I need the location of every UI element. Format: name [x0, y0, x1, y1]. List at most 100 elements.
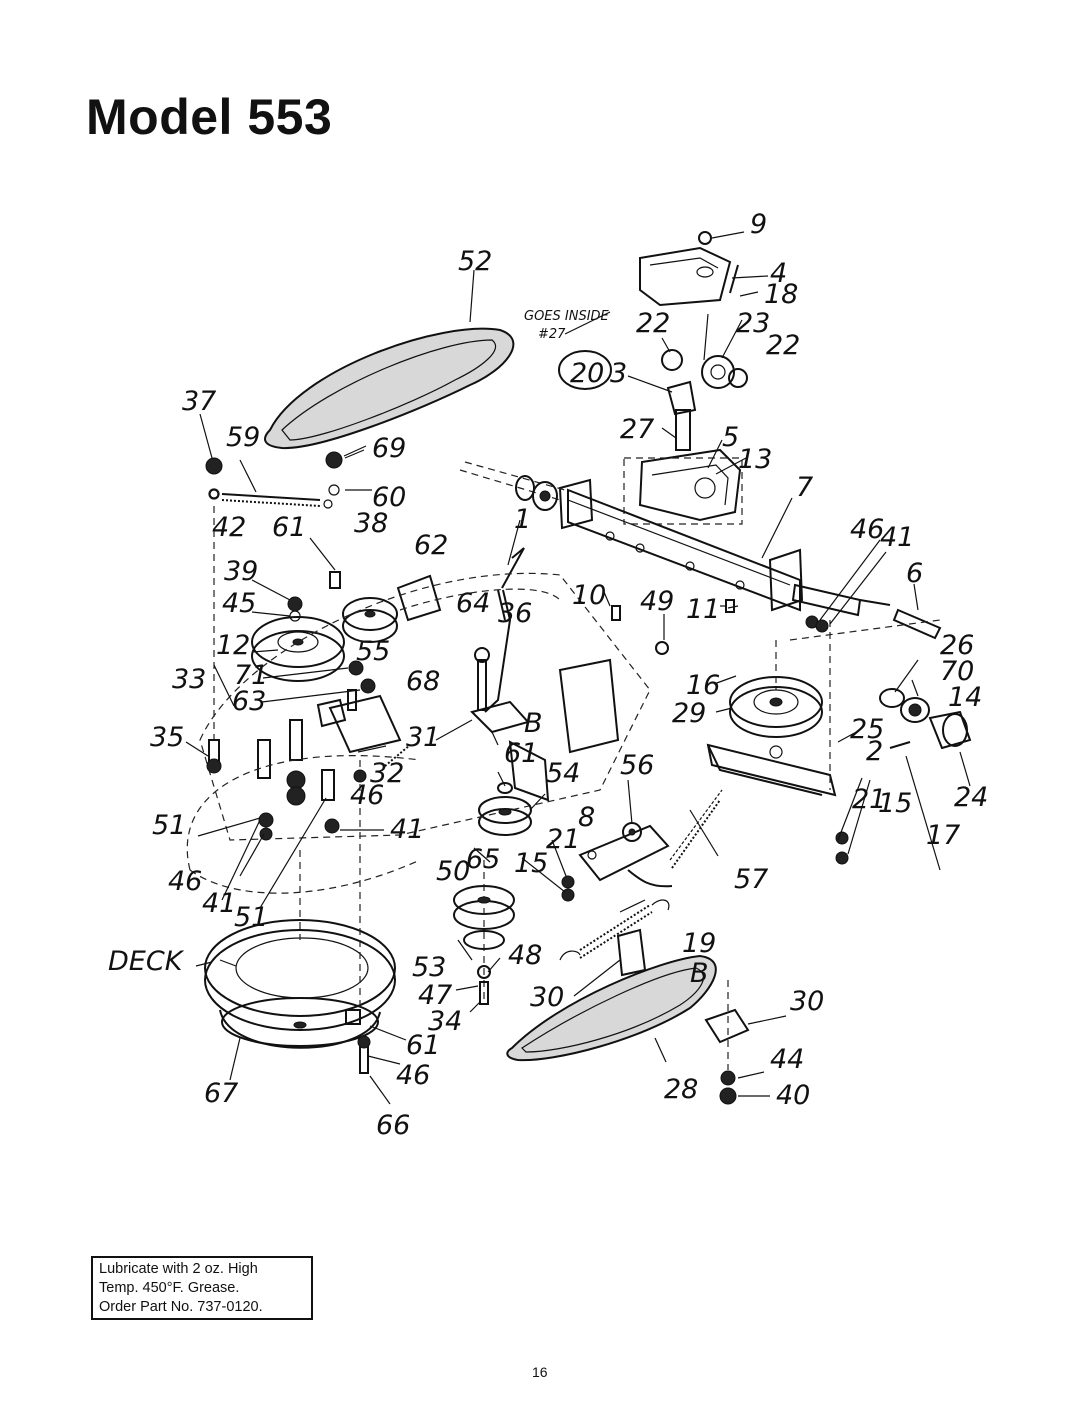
callout-48: 48 [508, 940, 542, 971]
mid-frame [199, 572, 651, 841]
callout-29: 29 [672, 698, 706, 729]
callout-71: 55 [356, 636, 390, 667]
callout-31: 31 [406, 722, 440, 753]
callout-41-mid: 41 [390, 814, 424, 845]
callout-22-right: 22 [766, 330, 800, 361]
belt-upper [264, 327, 515, 450]
lubrication-note-box: Lubricate with 2 oz. High Temp. 450°F. G… [91, 1256, 313, 1320]
callout-32: 32 [370, 758, 404, 789]
callout-46-mid: 46 [350, 780, 384, 811]
callout-51-left: 51 [152, 810, 186, 841]
callout-26: 26 [940, 630, 974, 661]
callout-28: 28 [664, 1074, 698, 1105]
callout-49: 49 [640, 586, 674, 617]
callout-53: 53 [412, 952, 446, 983]
callout-15-right: 15 [878, 788, 912, 819]
callout-27: 27 [620, 414, 654, 445]
callout-46-right: 46 [850, 514, 884, 545]
callout-labels: 9 4 18 22 23 22 3 20 27 5 13 52 7 69 37 … [108, 209, 988, 1141]
spring-59 [209, 489, 333, 509]
callout-36: 36 [498, 598, 532, 629]
callout-30-left: 30 [530, 982, 564, 1013]
callout-24: 24 [954, 782, 988, 813]
callout-11: 11 [686, 594, 720, 625]
callout-20: 20 [570, 358, 604, 389]
callout-1-top: 1 [514, 504, 531, 535]
callout-52: 52 [458, 246, 492, 277]
callout-15-mid: 15 [514, 848, 548, 879]
callout-47: 47 [418, 980, 452, 1011]
callout-61-lower: 61 [406, 1030, 440, 1061]
callout-14: 14 [948, 682, 982, 713]
leader-lines [185, 231, 971, 1105]
callout-18: 18 [764, 279, 798, 310]
callout-23: 23 [736, 308, 770, 339]
pulley-53 [453, 860, 515, 1005]
callout-5: 5 [722, 422, 739, 453]
spring-19 [559, 899, 670, 961]
callout-12: 70 [940, 656, 974, 687]
callout-59: 59 [226, 422, 260, 453]
callout-13: 13 [738, 444, 772, 475]
callout-63: 63 [232, 686, 266, 717]
callout-41-left: 41 [202, 888, 236, 919]
callout-45: 45 [222, 588, 256, 619]
handwritten-note-line2: #27 [538, 327, 566, 342]
bracket-63 [316, 689, 402, 754]
callout-33: 33 [172, 664, 206, 695]
gearbox-cover [639, 246, 732, 307]
belt-lower [506, 954, 717, 1062]
handwritten-note-line1: GOES INSIDE [524, 309, 610, 324]
callout-39: 39 [224, 556, 258, 587]
deck-label: DECK [108, 946, 185, 977]
callout-37: 37 [182, 386, 216, 417]
page-title: Model 553 [86, 89, 333, 145]
shaft-left [459, 461, 566, 511]
callout-60: 60 [372, 482, 406, 513]
bracket-31 [470, 647, 530, 746]
callout-16: 16 [686, 670, 720, 701]
callout-68: 68 [406, 666, 440, 697]
callout-25: 25 [850, 714, 884, 745]
idler-bracket [578, 789, 723, 888]
callout-70: 71 [234, 660, 268, 691]
callout-7: 7 [796, 472, 813, 503]
callout-22-left: 22 [636, 308, 670, 339]
circled-callout-20 [558, 350, 612, 390]
callout-56: 56 [620, 750, 654, 781]
callout-B-mid: B [524, 708, 543, 739]
callout-54: 54 [546, 758, 580, 789]
pulley-54 [478, 782, 532, 836]
callout-9: 9 [750, 209, 767, 240]
callout-69: 69 [372, 433, 406, 464]
lubrication-note-line-1: Lubricate with 2 oz. High [99, 1261, 258, 1277]
callout-17: 17 [926, 820, 960, 851]
gearbox-housing [623, 448, 743, 525]
hardware-left [205, 451, 376, 841]
callout-21-mid: 21 [546, 824, 580, 855]
callout-30-right: 30 [790, 986, 824, 1017]
callout-40: 40 [776, 1080, 810, 1111]
right-gears [789, 619, 972, 750]
callout-10: 10 [572, 580, 606, 611]
callout-50: 50 [436, 856, 470, 887]
callout-51-lower: 51 [234, 902, 268, 933]
callout-61-top: 61 [272, 512, 306, 543]
callout-66: 66 [376, 1110, 410, 1141]
callout-46-lower: 46 [396, 1060, 430, 1091]
bevel-gear [661, 349, 748, 451]
callout-38: 38 [354, 508, 388, 539]
callout-6: 6 [906, 558, 923, 589]
callout-65: 65 [466, 844, 500, 875]
pulley-62 [342, 574, 442, 643]
deck-blade-housing [186, 755, 421, 1074]
page-number: 16 [532, 1364, 548, 1380]
callout-B-lower: B [690, 958, 709, 989]
lubrication-note-line-2: Temp. 450°F. Grease. [99, 1280, 240, 1296]
callout-4: 4 [770, 258, 787, 289]
callout-55: 12 [216, 630, 250, 661]
callout-2: 2 [866, 736, 883, 767]
hardware-right [561, 231, 849, 1105]
callout-8: 8 [578, 802, 595, 833]
